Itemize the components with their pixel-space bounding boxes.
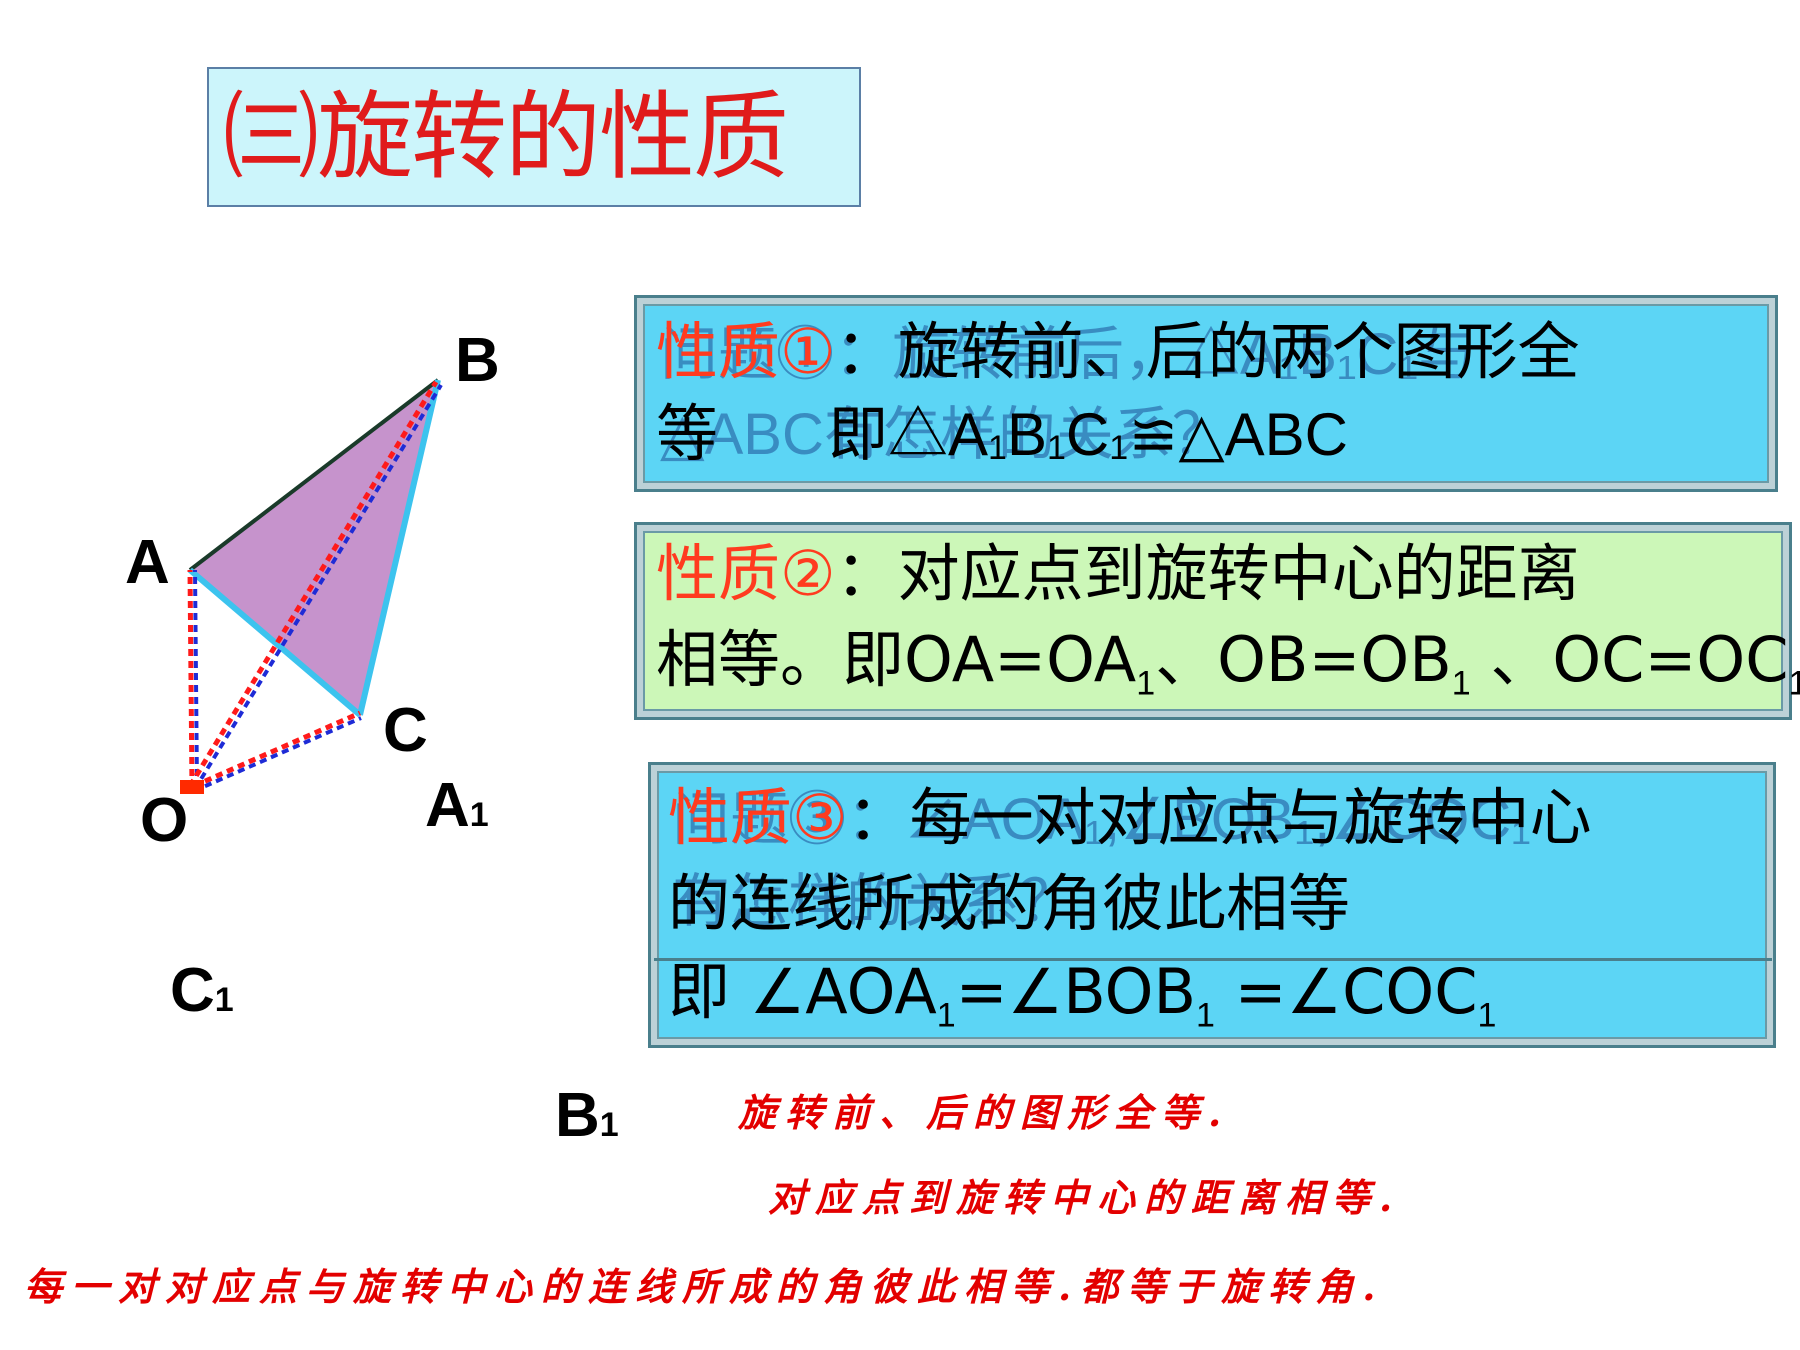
property-1-box — [634, 295, 1778, 492]
edge-ab — [188, 378, 440, 572]
segment-oa-blue — [193, 569, 199, 789]
summary-note-3: 每一对对应点与旋转中心的连线所成的角彼此相等.都等于旋转角. — [24, 1264, 1385, 1309]
question-3-line-1: 问题③：∠AOA₁,∠BOB₁,∠COC₁ — [672, 787, 1531, 852]
rotation-center-marker — [180, 780, 204, 794]
property-1-line-1: 性质①：旋转前、后的两个图形全 — [656, 315, 1580, 388]
title-box: ㈢旋转的性质 — [207, 67, 861, 207]
segment-oa-red — [187, 569, 195, 789]
question-3-line-2: 有怎样的关系？ — [672, 869, 1079, 934]
property-3-line-1: 性质③：每一对对应点与旋转中心 — [668, 781, 1592, 854]
property-1-line-2: 等即△A1B1C1≌△ABC — [656, 397, 1348, 470]
segment-oc-red — [192, 710, 362, 789]
label-c: C — [383, 696, 428, 765]
label-o: O — [140, 786, 189, 855]
summary-note-1: 旋转前、后的图形全等. — [738, 1090, 1231, 1135]
label-c1: C1 — [170, 956, 234, 1025]
label-b: B — [455, 326, 500, 395]
property-2-line-1: 性质②：对应点到旋转中心的距离 — [656, 537, 1580, 610]
segment-oc-blue — [193, 716, 362, 793]
segment-ob-blue — [193, 383, 443, 791]
label-a: A — [125, 528, 170, 597]
summary-note-2: 对应点到旋转中心的距离相等. — [768, 1175, 1402, 1220]
property-2-line-2: 相等。即OA=OA1、OB=OB1 、OC=OC1 — [656, 623, 1800, 703]
property-3-line-2: 的连线所成的角彼此相等 — [668, 867, 1351, 940]
property-3-box — [648, 762, 1776, 1048]
page-title: ㈢旋转的性质 — [223, 81, 789, 193]
property-2-box — [634, 522, 1792, 720]
property-3-line-3: 即 ∠AOA1=∠BOB1 =∠COC1 — [668, 955, 1497, 1035]
label-b1: B1 — [555, 1081, 619, 1150]
label-a1: A1 — [425, 771, 489, 840]
edge-ca — [188, 567, 362, 718]
property-3-divider — [654, 958, 1772, 961]
triangle-abc — [190, 380, 438, 715]
edge-bc — [357, 379, 441, 716]
segment-ob-red — [187, 380, 439, 788]
question-1-line-2: △ABC有怎样的关系？ — [660, 402, 1230, 467]
question-1-line-1: 问题①：旋转前后，△A₁B₁C₁与 — [660, 322, 1476, 387]
